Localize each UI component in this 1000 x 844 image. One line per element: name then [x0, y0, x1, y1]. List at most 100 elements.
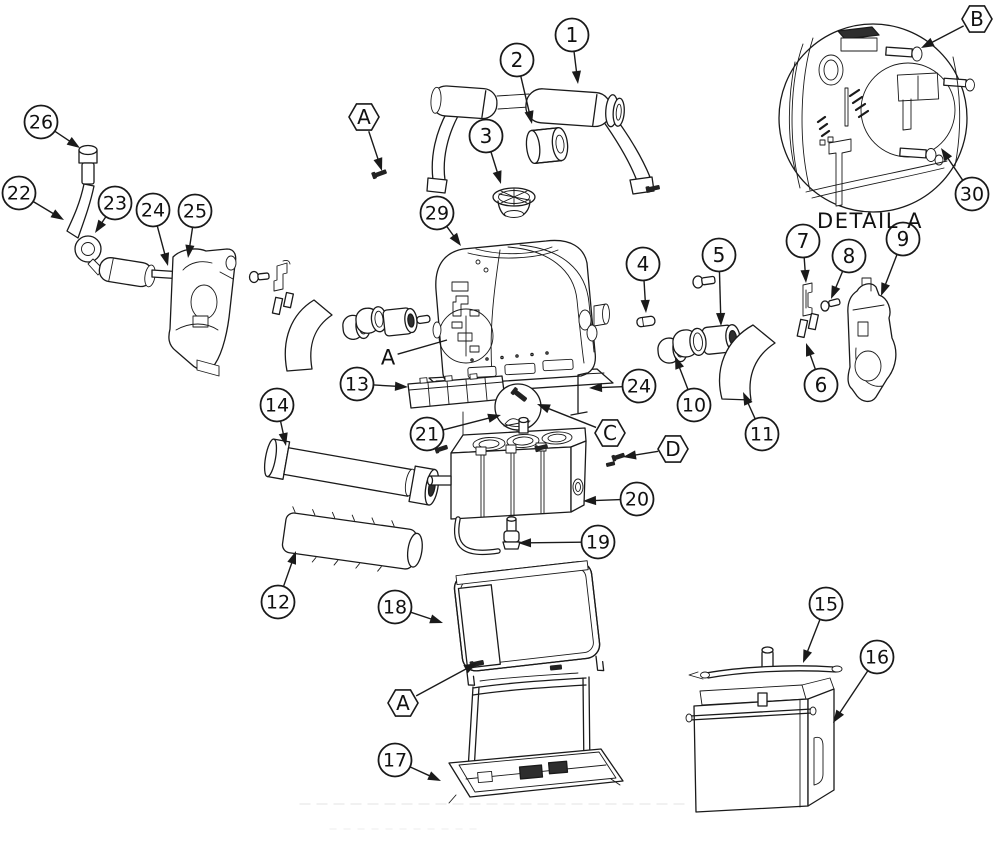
leader-line	[930, 25, 965, 44]
leader-line	[838, 670, 869, 715]
part-handle	[426, 85, 655, 195]
leader-arrowhead-icon	[394, 381, 408, 391]
balloon-hexagon	[387, 689, 419, 717]
balloon-circle	[554, 17, 590, 53]
leader-arrowhead-icon	[589, 382, 603, 393]
leader-arrowhead-icon	[487, 413, 501, 423]
leader-arrowhead-icon	[95, 219, 107, 233]
leader-line	[415, 667, 468, 697]
leader-line	[188, 227, 194, 248]
callout-label: 1	[566, 23, 579, 47]
leader-line	[490, 151, 499, 174]
callout-label: A	[396, 691, 410, 715]
callout-label: 21	[415, 424, 439, 446]
callout-label: 5	[713, 243, 726, 267]
callout-3-2: 3	[468, 118, 504, 184]
callout-21-20: 21	[409, 413, 501, 452]
balloon-hexagon	[348, 103, 380, 131]
callout-label: 18	[383, 597, 407, 619]
callout-29-27: 29	[419, 195, 461, 246]
balloon-circle	[625, 246, 661, 282]
balloon-circle	[808, 586, 844, 622]
leader-line	[746, 401, 756, 420]
callout-7-6: 7	[785, 223, 821, 283]
leader-arrowhead-icon	[571, 70, 581, 84]
leader-arrowhead-icon	[833, 709, 845, 723]
leader-line	[373, 384, 398, 388]
leader-arrowhead-icon	[640, 299, 650, 313]
part-clip-set	[796, 282, 841, 339]
leader-arrowhead-icon	[373, 157, 383, 171]
leader-arrowhead-icon	[831, 285, 841, 299]
callout-a-34: A	[381, 339, 448, 369]
leader-arrowhead-icon	[583, 495, 597, 506]
part-detail-a-view	[778, 23, 975, 213]
callout-label: 2	[511, 48, 524, 72]
leader-line	[599, 385, 623, 389]
balloon-circle	[177, 193, 213, 229]
leader-line	[282, 561, 293, 587]
callout-label: 8	[843, 244, 856, 268]
leader-arrowhead-icon	[185, 244, 195, 258]
balloon-circle	[1, 175, 37, 211]
callout-23-22: 23	[95, 185, 133, 233]
callout-16-15: 16	[833, 639, 895, 723]
leader-arrowhead-icon	[806, 343, 815, 357]
callout-label: 9	[897, 227, 910, 251]
callout-1-0: 1	[554, 17, 590, 84]
leader-arrowhead-icon	[492, 170, 502, 184]
callout-d-33: D	[623, 435, 689, 463]
callout-label: 10	[682, 395, 706, 417]
callout-18-17: 18	[377, 589, 443, 625]
callout-15-14: 15	[803, 586, 844, 663]
part-caddy	[685, 677, 835, 813]
leader-arrowhead-icon	[427, 771, 441, 781]
leader-line	[368, 131, 380, 161]
callout-11-10: 11	[743, 392, 780, 452]
leader-line	[633, 450, 659, 456]
leader-arrowhead-icon	[675, 356, 684, 370]
callout-19-18: 19	[518, 524, 616, 560]
callout-label: 14	[265, 395, 289, 417]
callout-30-28: 30	[941, 148, 990, 212]
callout-24-26: 24	[589, 368, 657, 404]
callout-14-13: 14	[259, 387, 295, 446]
balloon-circle	[676, 387, 712, 423]
callout-5-4: 5	[701, 237, 737, 326]
leader-line	[54, 130, 72, 143]
leader-line	[446, 225, 456, 238]
callout-label: B	[970, 7, 984, 31]
leader-arrowhead-icon	[524, 110, 534, 124]
callout-label: 16	[865, 647, 889, 669]
leader-arrowhead-icon	[803, 649, 813, 663]
leader-line	[678, 366, 689, 390]
leader-line	[643, 280, 647, 303]
part-motor-unit	[426, 416, 587, 556]
leader-line	[546, 407, 597, 429]
leader-arrowhead-icon	[537, 404, 551, 414]
balloon-circle	[621, 368, 657, 404]
callout-label: 3	[480, 124, 493, 148]
leader-arrowhead-icon	[449, 232, 461, 246]
leader-line	[410, 611, 433, 621]
detail-a-caption: DETAIL A	[817, 209, 923, 233]
callout-8-7: 8	[831, 238, 867, 299]
balloon-circle	[701, 237, 737, 273]
ground-shadow	[299, 803, 691, 830]
part-caddy-handle	[688, 646, 843, 680]
callout-24-23: 24	[135, 192, 171, 266]
leader-line	[573, 51, 578, 74]
callout-label: 23	[103, 193, 127, 215]
balloon-hexagon	[961, 5, 993, 33]
leader-arrowhead-icon	[429, 614, 443, 624]
callout-label: 4	[637, 252, 650, 276]
leader-arrowhead-icon	[50, 209, 64, 220]
callout-a-30: A	[387, 663, 477, 717]
part-roller-tube	[263, 438, 440, 506]
balloon-circle	[580, 524, 616, 560]
balloon-circle	[885, 221, 921, 257]
leader-arrowhead-icon	[941, 148, 953, 162]
part-strainer-funnel	[492, 187, 536, 218]
